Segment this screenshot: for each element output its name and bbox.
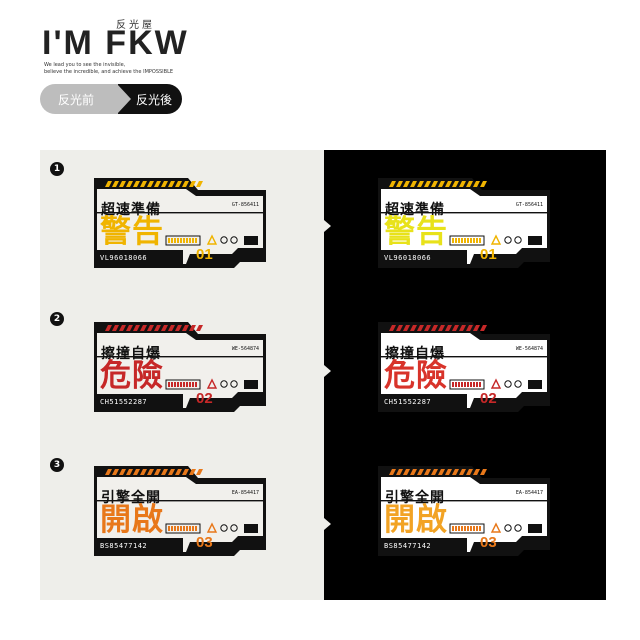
- sticker-warning-text: 警告: [100, 214, 164, 250]
- sticker-serial: CH51552287: [384, 398, 432, 406]
- arrow-notch-icon: [324, 365, 331, 377]
- step-badge-3: 3: [50, 458, 64, 472]
- brand-subtitle: 反光屋: [116, 20, 155, 31]
- sticker-code: GT-856411: [231, 202, 259, 208]
- sticker-warning-text: 危險: [100, 358, 164, 394]
- brand-tagline-2: believe the incredible, and achieve the …: [44, 69, 174, 75]
- sticker-serial: BS85477142: [100, 542, 148, 550]
- sticker-after-2: 擦撞自爆 WE-564874 危險 CH51552287 02: [374, 320, 554, 414]
- sticker-number: 02: [196, 390, 213, 407]
- sticker-title: 引擎全開: [385, 490, 445, 506]
- sticker-warning-text: 危險: [384, 358, 448, 394]
- brand-tagline-1: We lead you to see the invisible,: [44, 62, 126, 68]
- before-label[interactable]: 反光前: [40, 84, 118, 114]
- arrow-notch-icon: [324, 220, 331, 232]
- toggle-arrow-icon: [117, 84, 131, 114]
- sticker-warning-text: 警告: [384, 214, 448, 250]
- sticker-code: WE-564874: [515, 346, 543, 352]
- sticker-code: EA-854417: [515, 490, 543, 496]
- sticker-after-3: 引擎全開 EA-854417 開啟 BS85477142 03: [374, 464, 554, 558]
- sticker-frame: [94, 178, 266, 268]
- sticker-number: 03: [196, 534, 213, 551]
- sticker-frame: [94, 466, 266, 556]
- sticker-warning-text: 開啟: [384, 502, 448, 538]
- sticker-warning-text: 開啟: [100, 502, 164, 538]
- sticker-before-1: 超速準備 GT-856411 警告 VL96018066 01: [90, 176, 270, 270]
- sticker-frame: [94, 322, 266, 412]
- sticker-frame: [378, 322, 550, 412]
- sticker-frame: [378, 466, 550, 556]
- sticker-serial: VL96018066: [100, 254, 148, 262]
- sticker-serial: CH51552287: [100, 398, 148, 406]
- sticker-code: WE-564874: [231, 346, 259, 352]
- step-badge-2: 2: [50, 312, 64, 326]
- sticker-title: 引擎全開: [101, 490, 161, 506]
- sticker-code: EA-854417: [231, 490, 259, 496]
- sticker-number: 03: [480, 534, 497, 551]
- after-label[interactable]: 反光後: [117, 84, 182, 114]
- sticker-serial: BS85477142: [384, 542, 432, 550]
- sticker-title: 超速準備: [101, 202, 161, 218]
- brand-logo: I'M FKW: [42, 24, 189, 62]
- after-label-text: 反光後: [135, 92, 172, 107]
- sticker-after-1: 超速準備 GT-856411 警告 VL96018066 01: [374, 176, 554, 270]
- sticker-title: 擦撞自爆: [385, 346, 445, 362]
- arrow-notch-icon: [324, 518, 331, 530]
- sticker-before-3: 引擎全開 EA-854417 開啟 BS85477142 03: [90, 464, 270, 558]
- sticker-serial: VL96018066: [384, 254, 432, 262]
- sticker-frame: [378, 178, 550, 268]
- sticker-number: 02: [480, 390, 497, 407]
- sticker-title: 擦撞自爆: [101, 346, 161, 362]
- sticker-title: 超速準備: [385, 202, 445, 218]
- before-after-toggle[interactable]: 反光前 反光後: [40, 84, 182, 114]
- sticker-number: 01: [196, 246, 213, 263]
- sticker-before-2: 擦撞自爆 WE-564874 危險 CH51552287 02: [90, 320, 270, 414]
- sticker-number: 01: [480, 246, 497, 263]
- sticker-code: GT-856411: [515, 202, 543, 208]
- step-badge-1: 1: [50, 162, 64, 176]
